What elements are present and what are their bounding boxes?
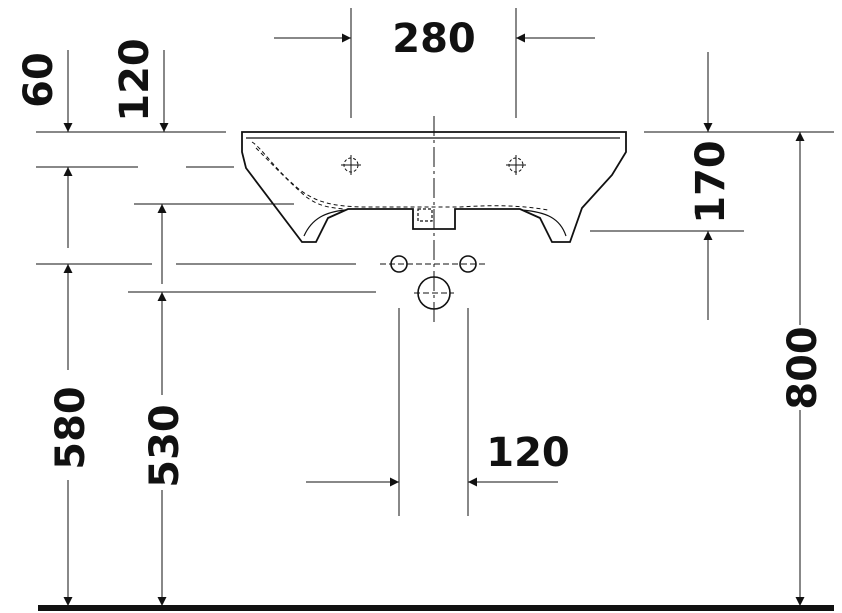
dim-label-120-top: 120	[112, 38, 158, 122]
overflow-slot	[417, 208, 433, 222]
tap-hole-left	[341, 155, 361, 175]
dim-label-580: 580	[48, 386, 94, 470]
dim-label-800: 800	[780, 326, 826, 410]
basin-inner-contour	[251, 141, 549, 211]
dim-label-120-bottom: 120	[486, 430, 570, 476]
basin-left-curve	[303, 209, 346, 237]
dim-label-60: 60	[16, 52, 62, 108]
basin-right-curve	[521, 209, 567, 237]
tap-hole-right	[506, 155, 526, 175]
basin-inner-contour-2	[255, 147, 346, 210]
dim-label-280: 280	[392, 16, 476, 62]
dim-label-530: 530	[142, 404, 188, 488]
basin-outline	[241, 131, 627, 243]
dim-label-170: 170	[688, 140, 734, 224]
